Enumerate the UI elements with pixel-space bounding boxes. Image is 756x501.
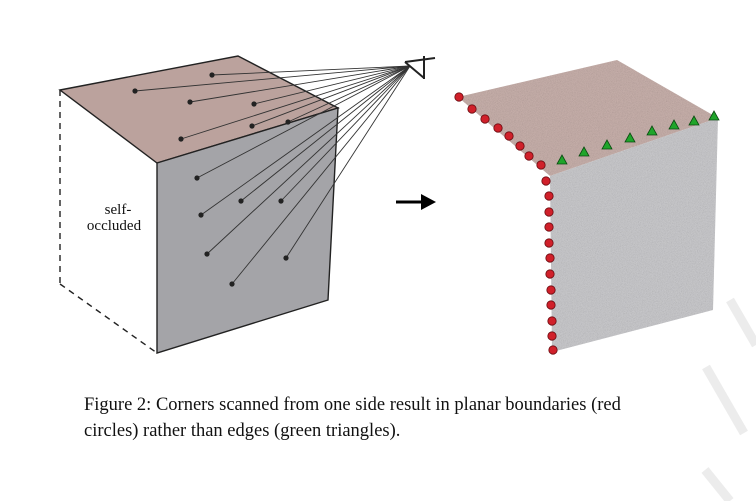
edge-triangle <box>601 139 613 150</box>
cube-front-face <box>156 107 339 354</box>
boundary-circle <box>524 151 534 161</box>
caption-line-2: circles) rather than edges (green triang… <box>84 421 401 441</box>
scan-rays <box>134 65 411 285</box>
boundary-circles <box>454 92 558 355</box>
figure-caption: Figure 2: Corners scanned from one side … <box>84 392 744 444</box>
self-occluded-label-line1: self- <box>105 202 132 218</box>
boundary-circle <box>541 176 551 186</box>
boundary-circle <box>547 316 557 326</box>
scanner-eye-icon <box>404 56 436 79</box>
scanned-cube <box>454 60 720 355</box>
boundary-circle <box>536 160 546 170</box>
boundary-circle <box>544 238 554 248</box>
scan-sample-points <box>132 72 291 287</box>
boundary-circle <box>545 269 555 279</box>
arrow-right-icon <box>396 194 436 210</box>
boundary-circle <box>545 253 555 263</box>
boundary-circle <box>504 131 514 141</box>
edge-triangle <box>708 110 720 121</box>
watermark <box>701 297 756 501</box>
boundary-circle <box>544 207 554 217</box>
scanned-front-face <box>550 118 718 352</box>
edge-triangles <box>556 110 720 165</box>
schematic-cube: self- occluded <box>58 55 436 354</box>
occluded-face-outline <box>59 90 158 354</box>
edge-triangle <box>668 119 680 130</box>
edge-triangle <box>578 146 590 157</box>
boundary-circle <box>493 123 503 133</box>
edge-triangle <box>646 125 658 136</box>
boundary-circle <box>467 104 477 114</box>
boundary-circle <box>546 285 556 295</box>
boundary-circle <box>454 92 464 102</box>
edge-triangle <box>556 154 568 165</box>
boundary-circle <box>548 345 558 355</box>
boundary-circle <box>544 222 554 232</box>
boundary-circle <box>546 300 556 310</box>
boundary-circle <box>547 331 557 341</box>
boundary-circle <box>480 114 490 124</box>
caption-line-1: Figure 2: Corners scanned from one side … <box>84 395 621 415</box>
self-occluded-label-line2: occluded <box>87 218 142 234</box>
edge-triangle <box>688 115 700 126</box>
boundary-circle <box>544 191 554 201</box>
edge-triangle <box>624 132 636 143</box>
boundary-circle <box>515 141 525 151</box>
